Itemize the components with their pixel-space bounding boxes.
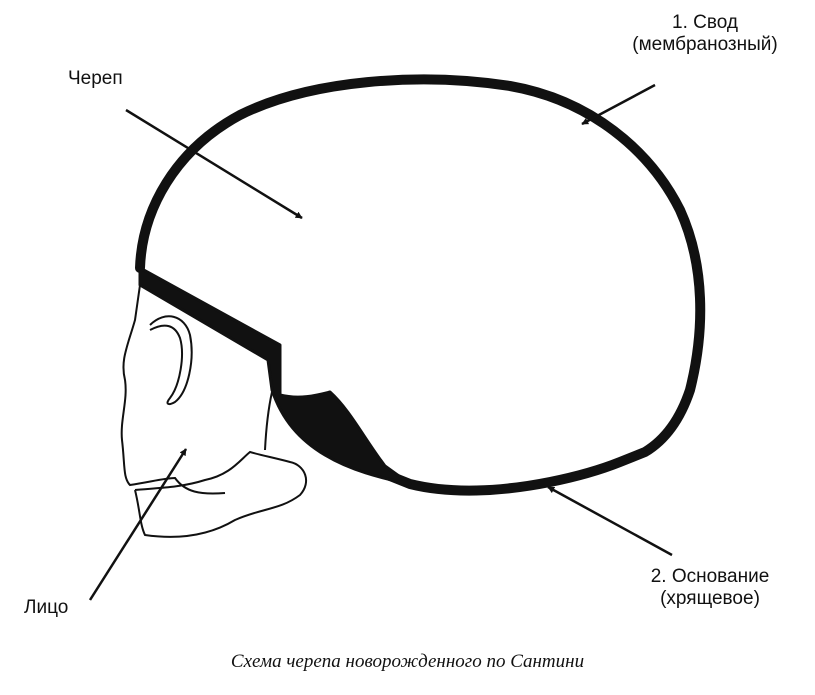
skull-arrow — [125, 108, 303, 220]
base-band — [138, 266, 412, 486]
face-arrow — [88, 448, 188, 601]
vault-outline — [135, 74, 706, 496]
vault-label: 1. Свод (мембранозный) — [600, 12, 810, 56]
face-rear-line — [264, 391, 273, 451]
base-label-line2: (хрящевое) — [660, 588, 760, 609]
base-arrow — [547, 485, 673, 557]
face-label: Лицо — [24, 597, 69, 618]
vault-arrow — [581, 83, 656, 126]
skull-label: Череп — [68, 68, 123, 89]
base-label: 2. Основание (хрящевое) — [615, 566, 805, 610]
mandible-outline — [134, 450, 308, 538]
base-label-line1: 2. Основание — [650, 566, 770, 587]
vault-label-line1: 1. Свод — [672, 12, 738, 33]
figure-caption: Схема черепа новорожденного по Сантини — [230, 651, 585, 672]
vault-label-line2: (мембранозный) — [632, 34, 778, 55]
orbit-outline — [149, 315, 193, 406]
face-outline — [120, 284, 226, 495]
